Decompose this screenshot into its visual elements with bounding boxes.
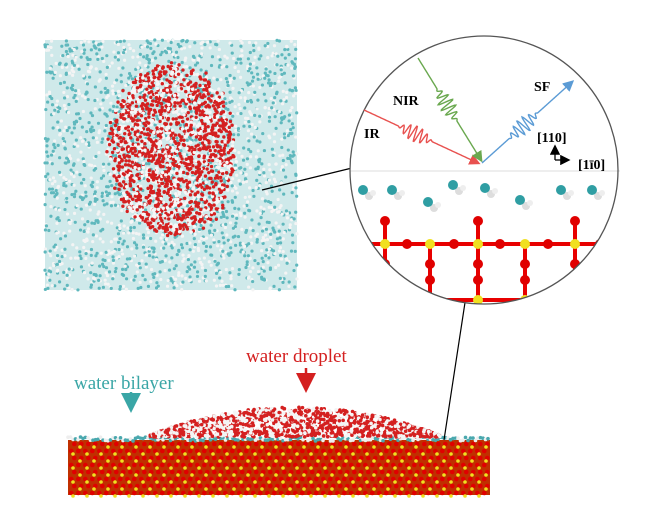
surface-slab (68, 440, 490, 498)
label-direction-normal: [110] (537, 131, 567, 146)
nir-beam (417, 57, 483, 163)
label-nir: NIR (393, 94, 420, 109)
sf-beam (481, 80, 575, 164)
top-view-snapshot (43, 38, 299, 292)
label-sf: SF (534, 80, 550, 95)
zoom-circle (349, 35, 620, 305)
side-view-droplet (66, 405, 490, 443)
zoom-connector-top (261, 167, 353, 191)
zoom-connector-bottom (443, 295, 467, 441)
label-ir: IR (364, 127, 380, 142)
label-direction-inplane: [1ī0] (578, 158, 605, 173)
label-water-droplet: water droplet (246, 346, 347, 367)
ir-beam (363, 109, 481, 165)
axis-arrows-icon (549, 144, 571, 166)
label-water-bilayer: water bilayer (74, 373, 174, 394)
